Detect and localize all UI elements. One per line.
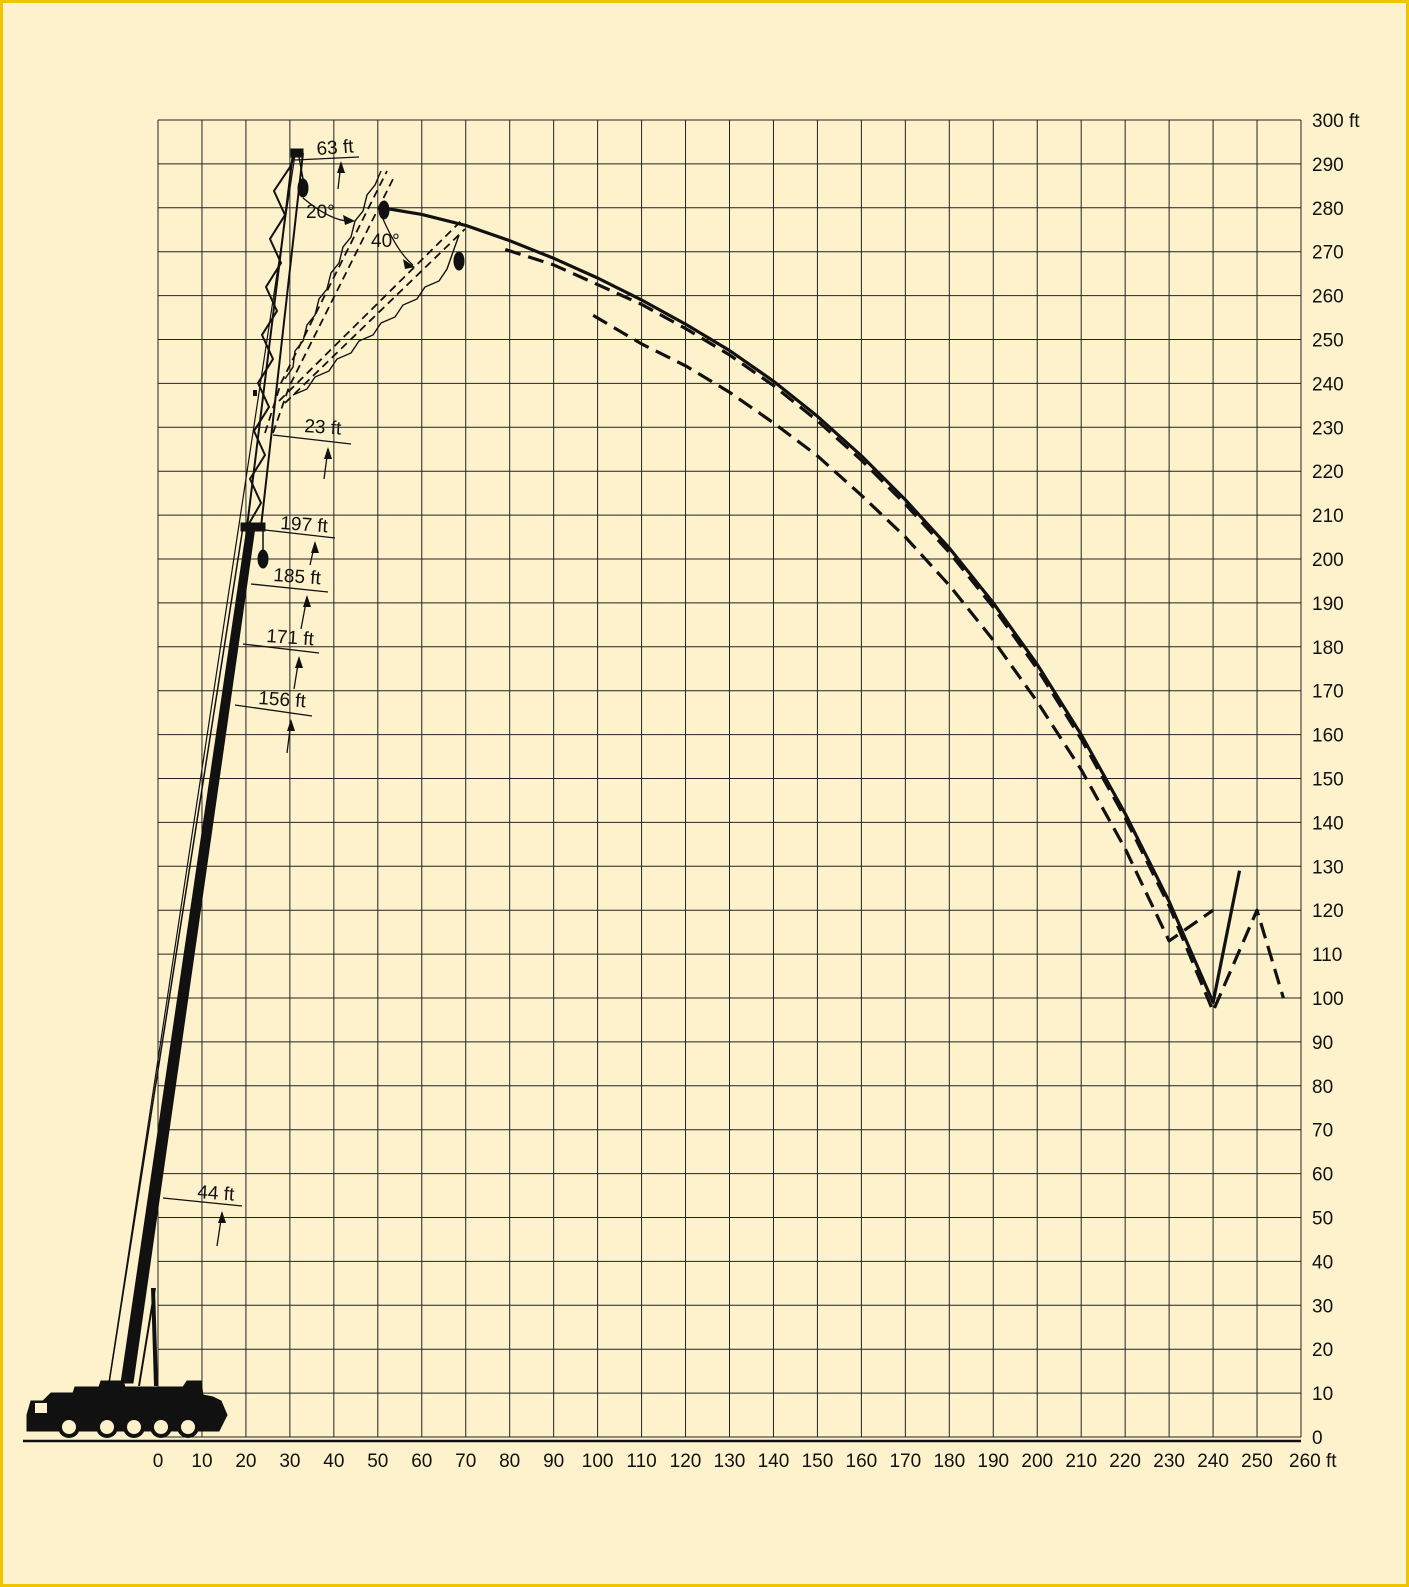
x-tick-label: 110 <box>626 1451 656 1472</box>
y-tick-label: 0 <box>1312 1428 1323 1449</box>
range-curve-dashed-2 <box>504 247 1285 1013</box>
annotation-arrowheads <box>218 161 415 1223</box>
annotation-label: 23 ft <box>304 416 343 440</box>
annotation-label: 20° <box>306 202 335 223</box>
y-tick-label: 110 <box>1312 945 1342 966</box>
y-tick-label: 200 <box>1312 550 1344 571</box>
x-tick-label: 210 <box>1065 1451 1097 1472</box>
annotation-label: 185 ft <box>273 565 323 589</box>
y-tick-label: 290 <box>1312 155 1344 176</box>
x-tick-label: 180 <box>933 1451 965 1472</box>
y-tick-label: 70 <box>1312 1121 1333 1142</box>
annotation-label: 40° <box>371 231 400 252</box>
y-tick-label: 240 <box>1312 374 1344 395</box>
range-curve-dashed-3 <box>592 314 1215 943</box>
crane-carrier <box>26 1380 228 1432</box>
y-tick-label: 100 <box>1312 989 1344 1010</box>
y-tick-label: 80 <box>1312 1077 1333 1098</box>
y-tick-label: 210 <box>1312 506 1344 527</box>
annotation-marks <box>162 156 414 1247</box>
telescopic-boom <box>120 526 256 1384</box>
x-tick-label: 40 <box>323 1451 344 1472</box>
luffed-jib-positions <box>264 170 466 434</box>
y-tick-label: 180 <box>1312 638 1344 659</box>
y-tick-label: 250 <box>1312 331 1344 352</box>
x-tick-label: 190 <box>977 1451 1009 1472</box>
annotation-labels: 63 ft 20° 40° 23 ft 197 ft 185 ft 171 ft 156 ft… <box>197 136 400 1205</box>
annotation-label: 63 ft <box>316 136 355 160</box>
x-tick-label: 120 <box>670 1451 702 1472</box>
y-tick-label: 40 <box>1312 1252 1333 1273</box>
x-tick-label: 230 <box>1153 1451 1185 1472</box>
x-tick-label: 240 <box>1197 1451 1229 1472</box>
x-tick-label: 100 <box>582 1451 614 1472</box>
range-curve-solid-1 <box>381 206 1242 1004</box>
jib-tip <box>290 148 304 158</box>
y-tick-label: 10 <box>1312 1384 1333 1405</box>
x-tick-label: 250 <box>1241 1451 1273 1472</box>
y-tick-label: 170 <box>1312 682 1344 703</box>
y-tick-label: 260 <box>1312 287 1344 308</box>
x-tick-label: 70 <box>455 1451 476 1472</box>
range-curves <box>381 206 1285 1013</box>
y-tick-label: 220 <box>1312 462 1344 483</box>
y-tick-label: 140 <box>1312 813 1344 834</box>
x-tick-label: 200 <box>1021 1451 1053 1472</box>
x-axis-tick-labels: 0 10 20 30 40 50 60 70 80 90 100 110 120 130 140 150 160… <box>153 1451 1338 1472</box>
x-tick-label: 20 <box>235 1451 256 1472</box>
x-tick-label: 10 <box>191 1451 212 1472</box>
x-tick-label: 60 <box>411 1451 432 1472</box>
x-tick-label: 170 <box>889 1451 921 1472</box>
derrick-brace <box>138 1287 156 1387</box>
guy-line <box>108 154 296 1384</box>
y-tick-label: 300 ft <box>1312 111 1360 132</box>
x-tick-label: 260 ft <box>1289 1451 1337 1472</box>
y-tick-label: 90 <box>1312 1033 1333 1054</box>
y-tick-label: 150 <box>1312 770 1344 791</box>
y-tick-label: 190 <box>1312 594 1344 615</box>
x-tick-label: 150 <box>802 1451 834 1472</box>
x-tick-label: 30 <box>279 1451 300 1472</box>
y-tick-label: 30 <box>1312 1296 1333 1317</box>
boom-head <box>240 522 266 532</box>
hook-blocks <box>257 156 465 569</box>
annotation-label: 171 ft <box>266 626 316 650</box>
y-tick-label: 130 <box>1312 857 1344 878</box>
telescopic-boom-guy <box>108 526 244 1384</box>
x-tick-label: 140 <box>758 1451 790 1472</box>
y-tick-label: 270 <box>1312 243 1344 264</box>
x-tick-label: 80 <box>499 1451 520 1472</box>
crane-illustration <box>26 148 466 1438</box>
crane-cab-window <box>35 1403 47 1413</box>
y-axis-tick-labels: 0 10 20 30 40 50 60 70 80 90 100 110 120 130 140 150 160… <box>1312 111 1360 1449</box>
x-tick-label: 50 <box>367 1451 388 1472</box>
y-tick-label: 50 <box>1312 1209 1333 1230</box>
annotation-label: 197 ft <box>280 513 330 537</box>
crane-wheels <box>58 1416 199 1438</box>
y-tick-label: 60 <box>1312 1165 1333 1186</box>
chart-grid <box>157 119 1302 1438</box>
annotation-label: 44 ft <box>197 1182 236 1206</box>
y-tick-label: 20 <box>1312 1340 1333 1361</box>
y-tick-label: 120 <box>1312 901 1344 922</box>
y-tick-label: 230 <box>1312 418 1344 439</box>
x-tick-label: 130 <box>714 1451 746 1472</box>
x-tick-label: 90 <box>543 1451 564 1472</box>
x-tick-label: 0 <box>153 1451 164 1472</box>
annotation-label: 156 ft <box>258 688 308 712</box>
x-tick-label: 220 <box>1109 1451 1141 1472</box>
derrick-strut <box>151 1287 158 1387</box>
x-tick-label: 160 <box>846 1451 878 1472</box>
luffed-jib-zigzag <box>284 170 460 396</box>
y-tick-label: 160 <box>1312 726 1344 747</box>
y-tick-label: 280 <box>1312 199 1344 220</box>
